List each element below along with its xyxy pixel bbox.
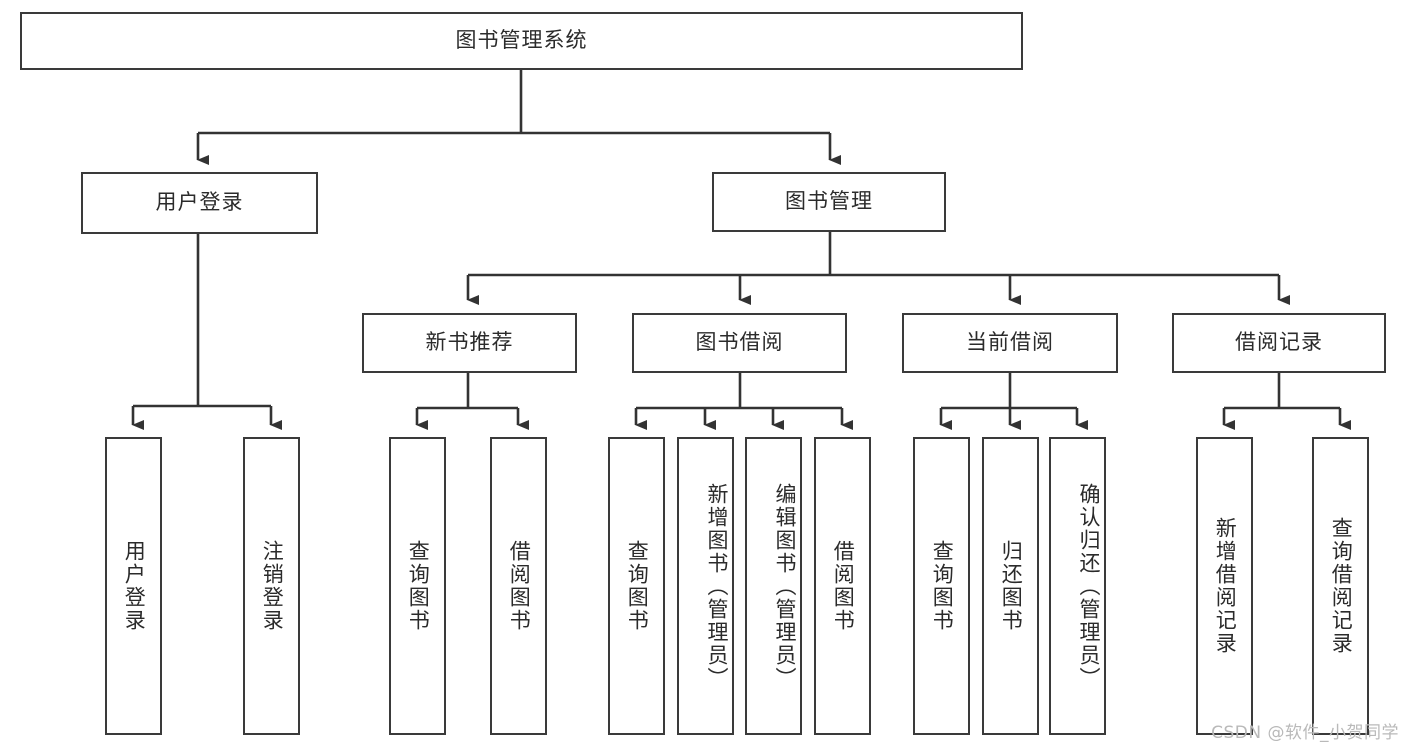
leaf-edit-book-admin-label: 编辑图书（管理员） xyxy=(773,482,797,690)
leaf-borrow-book-1[interactable]: 借阅图书 xyxy=(490,437,547,735)
leaf-query-record[interactable]: 查询借阅记录 xyxy=(1312,437,1369,735)
node-new-book-recommend-label: 新书推荐 xyxy=(425,330,514,355)
node-new-book-recommend[interactable]: 新书推荐 xyxy=(362,313,577,373)
leaf-add-record[interactable]: 新增借阅记录 xyxy=(1196,437,1253,735)
leaf-return-book[interactable]: 归还图书 xyxy=(982,437,1039,735)
leaf-borrow-book-2-label: 借阅图书 xyxy=(831,540,856,632)
leaf-user-login[interactable]: 用户登录 xyxy=(105,437,162,735)
leaf-confirm-return-admin-label: 确认归还（管理员） xyxy=(1077,482,1101,690)
leaf-query-book-3[interactable]: 查询图书 xyxy=(913,437,970,735)
leaf-query-book-3-label: 查询图书 xyxy=(930,540,955,632)
leaf-add-book-admin-label: 新增图书（管理员） xyxy=(705,482,729,690)
leaf-logout[interactable]: 注销登录 xyxy=(243,437,300,735)
leaf-query-book-1[interactable]: 查询图书 xyxy=(389,437,446,735)
node-borrow-record[interactable]: 借阅记录 xyxy=(1172,313,1386,373)
node-user-login[interactable]: 用户登录 xyxy=(81,172,318,234)
node-root[interactable]: 图书管理系统 xyxy=(20,12,1023,70)
leaf-return-book-label: 归还图书 xyxy=(999,540,1024,632)
node-current-borrow-label: 当前借阅 xyxy=(966,330,1054,355)
node-borrow-record-label: 借阅记录 xyxy=(1235,330,1323,355)
node-current-borrow[interactable]: 当前借阅 xyxy=(902,313,1118,373)
leaf-borrow-book-1-label: 借阅图书 xyxy=(507,540,532,632)
leaf-add-book-admin[interactable]: 新增图书（管理员） xyxy=(677,437,734,735)
leaf-query-book-2[interactable]: 查询图书 xyxy=(608,437,665,735)
leaf-borrow-book-2[interactable]: 借阅图书 xyxy=(814,437,871,735)
leaf-query-book-1-label: 查询图书 xyxy=(406,540,431,632)
node-book-borrow-label: 图书借阅 xyxy=(695,330,784,355)
leaf-user-login-label: 用户登录 xyxy=(122,540,147,632)
leaf-add-record-label: 新增借阅记录 xyxy=(1213,517,1238,655)
node-user-login-label: 用户登录 xyxy=(155,190,244,215)
watermark: CSDN @软件_小贺同学 xyxy=(1211,723,1399,743)
leaf-confirm-return-admin[interactable]: 确认归还（管理员） xyxy=(1049,437,1106,735)
leaf-edit-book-admin[interactable]: 编辑图书（管理员） xyxy=(745,437,802,735)
node-book-manage[interactable]: 图书管理 xyxy=(712,172,946,232)
leaf-logout-label: 注销登录 xyxy=(260,540,285,632)
leaf-query-book-2-label: 查询图书 xyxy=(625,540,650,632)
node-book-borrow[interactable]: 图书借阅 xyxy=(632,313,847,373)
node-book-manage-label: 图书管理 xyxy=(785,189,873,214)
leaf-query-record-label: 查询借阅记录 xyxy=(1329,517,1354,655)
node-root-label: 图书管理系统 xyxy=(455,28,588,53)
